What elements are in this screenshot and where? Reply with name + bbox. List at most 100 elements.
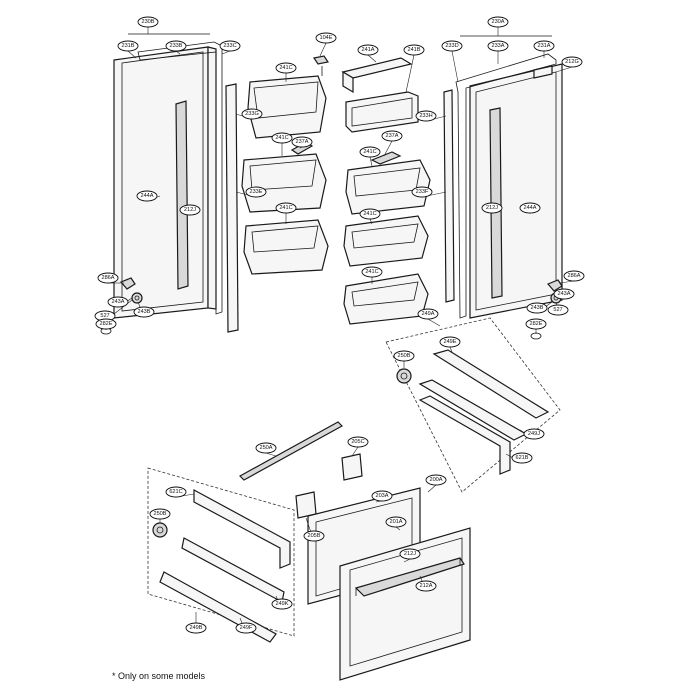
callout-bubble-c-243a-l <box>107 296 129 308</box>
callout-text-c-249k: 249K <box>275 601 288 607</box>
callout-bubble-c-250b-l <box>149 508 171 520</box>
dairy-door-241a-edge <box>342 70 354 94</box>
callout-bubble-c-250b-r <box>393 350 415 362</box>
callout-c-104e: 104E <box>315 32 337 44</box>
callout-c-200a: 200A <box>425 474 447 486</box>
callout-text-c-212j-b: 212J <box>404 551 416 557</box>
callout-text-c-241c-2: 241C <box>275 135 288 141</box>
callout-text-c-201a: 201A <box>389 519 402 525</box>
callout-text-c-237a-l: 237A <box>295 139 308 145</box>
callout-bubble-c-241b <box>403 44 425 56</box>
callout-text-c-233f: 233F <box>416 189 429 195</box>
callout-bubble-c-205b <box>303 530 325 542</box>
right-door-e-ring <box>530 332 542 340</box>
callout-c-212a: 212A <box>415 580 437 592</box>
callout-text-c-244a-l: 244A <box>140 193 153 199</box>
callout-c-249f: 249F <box>235 622 257 634</box>
callout-bubble-c-233d <box>441 40 463 52</box>
callout-c-244a-l: 244A <box>136 190 158 202</box>
door-bin-left-3 <box>243 219 329 275</box>
leader-c-231b <box>127 50 137 59</box>
callout-text-c-205b: 205B <box>307 533 320 539</box>
callout-c-243b-r: 243B <box>526 302 548 314</box>
left-door-hinge-bushing-hole <box>134 295 140 301</box>
callout-c-621c: 621C <box>165 486 187 498</box>
callout-text-c-249j: 249J <box>528 431 540 437</box>
callout-text-c-237a-r: 237A <box>385 133 398 139</box>
callout-text-c-233c: 233C <box>223 43 236 49</box>
callout-text-c-212j-l: 212J <box>184 207 196 213</box>
callout-text-c-621b: 621B <box>515 455 528 461</box>
callout-text-c-250a: 250A <box>259 445 272 451</box>
right-door-assembly <box>443 35 563 340</box>
right-roller-250b-hub <box>400 372 408 380</box>
callout-text-c-104e: 104E <box>319 35 332 41</box>
callout-text-c-233a: 233A <box>491 43 504 49</box>
callout-text-c-233b: 233B <box>169 43 182 49</box>
dairy-door-241a <box>341 57 413 79</box>
dairy-bin-241b <box>345 91 419 133</box>
callout-text-c-286a-l: 286A <box>101 275 114 281</box>
callout-text-c-233g: 233G <box>245 111 259 117</box>
leader-c-233b <box>175 50 181 55</box>
callout-text-c-241c-5: 241C <box>363 211 376 217</box>
callout-c-233h: 233H <box>415 110 437 122</box>
callout-text-c-527-l: 527 <box>100 313 109 319</box>
callout-bubble-c-249j <box>523 428 545 440</box>
callout-bubble-c-212j-r <box>481 202 503 214</box>
freezer-drawer-assembly <box>307 487 471 681</box>
callout-text-c-231b: 231B <box>121 43 134 49</box>
left-door-assembly <box>100 33 239 335</box>
left-door-gasket-strip <box>225 83 239 333</box>
door-bin-left-1 <box>247 75 327 139</box>
freezer-drawer-handle-mounts <box>355 558 461 596</box>
door-bin-left-3-inner <box>251 225 319 253</box>
callout-bubble-c-286a-r <box>563 270 585 282</box>
callout-text-c-621c: 621C <box>169 489 182 495</box>
callout-bubble-c-237a-r <box>381 130 403 142</box>
callout-bubble-c-205c <box>347 436 369 448</box>
cover-205b <box>295 491 317 519</box>
callout-text-c-250b-r: 250B <box>397 353 410 359</box>
callout-text-c-241b: 241B <box>407 47 420 53</box>
right-door-hinge <box>546 279 563 292</box>
callout-c-233a: 233A <box>487 40 509 52</box>
callout-text-c-233h: 233H <box>419 113 432 119</box>
callout-text-c-286a-r: 286A <box>567 273 580 279</box>
callout-bubble-c-527-r <box>547 304 569 316</box>
dairy-bin-241b-inner <box>351 97 413 127</box>
leader-c-233c <box>221 50 231 55</box>
callout-text-c-243b-r: 243B <box>530 305 543 311</box>
cross-rail-250a <box>239 421 343 481</box>
callout-c-231b: 231B <box>117 40 139 52</box>
callout-text-c-241c-4: 241C <box>363 149 376 155</box>
leader-c-241b <box>405 54 415 93</box>
leader-c-250a <box>265 452 277 457</box>
right-roller-250b <box>396 368 412 384</box>
callout-c-249b: 249B <box>185 622 207 634</box>
right-rail-kit-outline <box>385 317 561 493</box>
callout-bubble-c-212j-b <box>399 548 421 560</box>
left-door-panel-side <box>207 46 217 310</box>
leader-c-241c-4 <box>369 156 373 167</box>
callout-text-c-230a: 230A <box>491 19 504 25</box>
callout-text-c-212g: 212G <box>565 59 579 65</box>
callout-c-237a-l: 237A <box>291 136 313 148</box>
right-door-gasket-strip <box>443 89 455 303</box>
callout-bubble-c-241c-6 <box>361 266 383 278</box>
leader-c-241c-5 <box>369 218 373 225</box>
callout-bubble-c-237a-l <box>291 136 313 148</box>
part-104e-cap <box>313 55 329 65</box>
callout-text-c-282e-l: 282E <box>99 321 112 327</box>
callout-text-c-282e-r: 282E <box>529 321 542 327</box>
callout-c-233e: 233E <box>245 186 267 198</box>
callout-text-c-250b-l: 250B <box>153 511 166 517</box>
left-door-hinge-bushing <box>131 292 143 304</box>
callout-bubble-c-243b-r <box>526 302 548 314</box>
callout-bubble-c-249k <box>271 598 293 610</box>
callout-c-286a-r: 286A <box>563 270 585 282</box>
callout-bubble-c-212j-l <box>179 204 201 216</box>
callout-c-241c-3: 241C <box>275 202 297 214</box>
leader-c-201a <box>395 526 401 531</box>
